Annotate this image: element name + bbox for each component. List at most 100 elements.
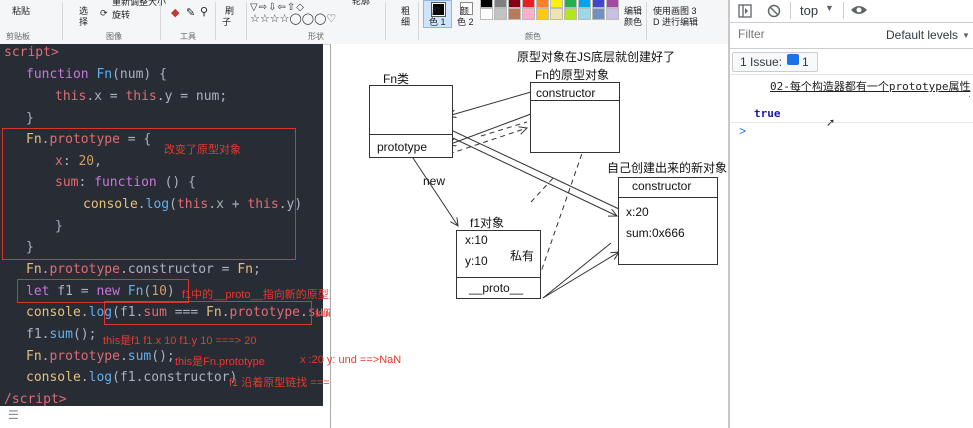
- box-divider: [531, 100, 619, 101]
- default-levels-dropdown[interactable]: Default levels: [886, 28, 959, 42]
- palette-swatch[interactable]: [508, 8, 521, 20]
- issues-label: 1 Issue:: [740, 55, 783, 69]
- palette-swatch[interactable]: [592, 0, 605, 8]
- color2-label: 颜: [460, 6, 470, 16]
- menu-icon[interactable]: ☰: [8, 408, 19, 422]
- devtools-console: top ▼ Default levels ▼ 1 Issue: 1 02-每个构…: [730, 0, 973, 428]
- code-editor-footer: ☰: [0, 406, 330, 428]
- eraser-icon[interactable]: ◆: [171, 7, 180, 19]
- palette-swatch[interactable]: [494, 8, 507, 20]
- constructor-field: constructor: [536, 86, 596, 100]
- colors-group-label: 颜色: [525, 32, 541, 41]
- color1-button[interactable]: [423, 0, 452, 28]
- console-divider: [730, 122, 973, 123]
- clear-console-icon[interactable]: [767, 4, 781, 18]
- palette-swatch[interactable]: [564, 0, 577, 8]
- y-field: y:10: [465, 254, 488, 268]
- palette-swatch[interactable]: [592, 8, 605, 20]
- palette-swatch[interactable]: [508, 0, 521, 8]
- fn-class-box: [369, 85, 453, 158]
- f1-annotation-box: [17, 279, 189, 303]
- ribbon-divider: [215, 2, 216, 40]
- edit-colors-button[interactable]: 编辑: [624, 6, 643, 16]
- rotate-button[interactable]: 旋转: [112, 10, 131, 20]
- palette-swatch[interactable]: [606, 0, 619, 8]
- pane-divider: [728, 0, 730, 428]
- ribbon-divider: [418, 2, 419, 40]
- context-selector[interactable]: top: [800, 3, 819, 18]
- console-divider: [730, 74, 973, 75]
- new-object-box: [618, 177, 718, 265]
- paste-button[interactable]: 粘贴: [12, 6, 31, 16]
- fn-proto-title: Fn的原型对象: [535, 68, 610, 82]
- annotation-this-fnproto: this是Fn.prototype: [175, 356, 265, 368]
- code-line: }: [55, 219, 63, 234]
- mouse-cursor-icon: ➚: [826, 117, 836, 129]
- code-line: console.log(f1.constructor): [26, 370, 238, 385]
- box-divider: [457, 277, 540, 278]
- constructor-field: constructor: [632, 179, 692, 193]
- code-line: f1.sum();: [26, 327, 97, 342]
- color-picker-icon[interactable]: ✎: [186, 7, 196, 19]
- resize-button[interactable]: 重新调整大小: [112, 0, 167, 7]
- palette-swatch[interactable]: [480, 0, 493, 8]
- palette-swatch[interactable]: [494, 0, 507, 8]
- box-divider: [370, 134, 452, 135]
- annotation-true: true: [315, 308, 334, 320]
- outline-button[interactable]: 轮廓: [352, 0, 371, 6]
- console-source-link[interactable]: 02-每个构造器都有一个prototype属性: [770, 80, 971, 93]
- color1-label-line2: 色 1: [429, 17, 446, 27]
- color1-label: 颜: [432, 6, 442, 16]
- code-line: Fn.prototype = {: [26, 132, 152, 147]
- code-line: Fn.prototype.sum();: [26, 349, 175, 364]
- ribbon-divider: [62, 2, 63, 40]
- palette-swatch[interactable]: [550, 0, 563, 8]
- thickness-button[interactable]: 粗: [401, 6, 411, 16]
- shapes-gallery-row2[interactable]: ☆☆☆☆◯◯◯♡: [250, 13, 337, 25]
- palette-swatch[interactable]: [578, 8, 591, 20]
- f1-title: f1对象: [470, 216, 505, 230]
- rotate-icon[interactable]: ⟳: [100, 8, 108, 18]
- palette-swatch[interactable]: [522, 0, 535, 8]
- chevron-down-icon[interactable]: ▼: [962, 31, 970, 40]
- magnifier-icon[interactable]: ⚲: [200, 6, 209, 18]
- palette-swatch[interactable]: [480, 8, 493, 20]
- color2-swatch: [460, 2, 473, 15]
- palette-swatch[interactable]: [522, 8, 535, 20]
- console-prompt[interactable]: >: [739, 124, 747, 138]
- sidebar-toggle-icon[interactable]: [738, 4, 752, 18]
- paint3d-button[interactable]: 使用画图 3: [653, 6, 697, 16]
- palette-swatch[interactable]: [550, 8, 563, 20]
- box-divider: [619, 197, 717, 198]
- palette-swatch[interactable]: [564, 8, 577, 20]
- code-line: sum: function () {: [55, 175, 196, 190]
- filter-input[interactable]: [734, 24, 882, 44]
- color2-button[interactable]: [452, 0, 479, 26]
- palette-swatch[interactable]: [578, 0, 591, 8]
- chevron-down-icon[interactable]: ▼: [825, 3, 834, 13]
- shapes-group-label: 形状: [308, 32, 324, 41]
- select-button[interactable]: 选: [79, 6, 89, 16]
- console-output: true: [754, 107, 781, 120]
- code-line: function Fn(num) {: [26, 67, 167, 82]
- code-line: console.log(this.x + this.y): [83, 197, 303, 212]
- code-line: let f1 = new Fn(10): [26, 284, 175, 299]
- image-group-label: 图像: [106, 32, 122, 41]
- palette-swatch[interactable]: [536, 8, 549, 20]
- color-palette[interactable]: [480, 0, 620, 26]
- brush-button[interactable]: 刷: [225, 6, 235, 16]
- shapes-gallery[interactable]: ▽⇨⇩⇦⇧◇: [250, 2, 305, 13]
- palette-swatch[interactable]: [536, 0, 549, 8]
- prototype-diagram: 原型对象在JS底层就创建好了 Fn的原型对象 constructor Fn类 p…: [331, 44, 728, 428]
- code-editor[interactable]: script> function Fn(num) { this.x = this…: [0, 44, 352, 407]
- fn-prototype-object-box: [530, 82, 620, 153]
- source-line-marker: ·: [968, 91, 971, 101]
- annotation-nan: x :20 y: und ==>NaN: [300, 354, 402, 366]
- paint-ribbon: 粘贴 剪贴板 选 择 重新调整大小 ⟳ 旋转 图像 ◆ ✎ ⚲ 工具 刷 子 ▽…: [0, 0, 730, 45]
- code-line: }: [26, 111, 34, 126]
- ribbon-divider: [246, 2, 247, 40]
- palette-swatch[interactable]: [606, 8, 619, 20]
- console-toolbar: [730, 0, 973, 23]
- paint3d-button-line2: D 进行编辑: [653, 17, 699, 27]
- eye-icon[interactable]: [850, 3, 868, 17]
